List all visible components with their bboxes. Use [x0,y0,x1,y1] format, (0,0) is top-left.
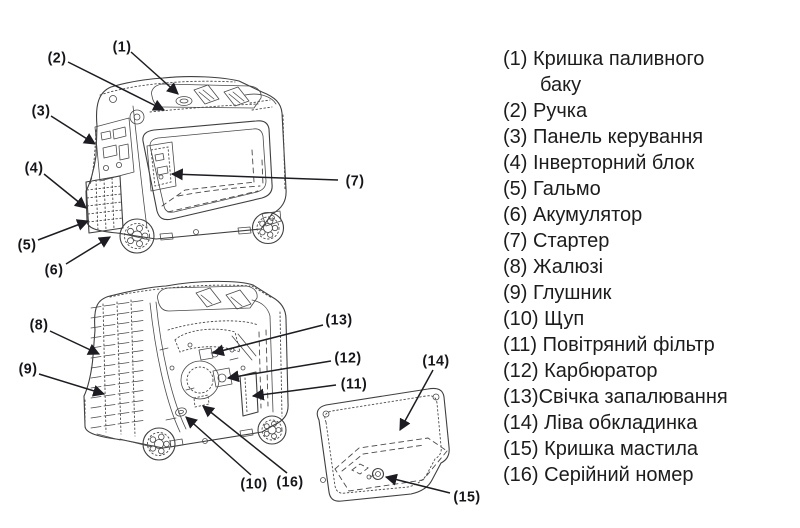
legend-item-9: (9) Глушник [503,282,612,304]
legend-item-10: (10) Щуп [503,308,585,330]
leader-line-7 [170,168,339,181]
front-left-wheel [119,218,155,254]
leader-line-16 [202,405,288,474]
carburetor [212,367,233,388]
oil-dipstick [175,407,187,417]
leader-line-9 [38,373,106,397]
legend-item-4: (4) Інверторний блок [503,152,695,174]
callout-4: (4) [24,159,44,177]
leader-line-5 [37,219,90,241]
leader-line-14 [399,369,434,432]
callout-5: (5) [17,236,37,254]
callout-11: (11) [340,375,368,393]
leader-line-10 [185,416,252,476]
callout-7: (7) [345,172,365,190]
left-cover-panel-drawing [316,387,450,502]
leader-line-13 [211,324,324,357]
front-right-wheel [251,211,285,245]
legend-item-7: (7) Стартер [503,230,610,252]
starter-panel [146,141,177,192]
leader-line-1 [130,51,179,95]
legend-item-3: (3) Панель керування [503,126,704,148]
callout-2: (2) [47,49,67,67]
generator-assembled-view-drawing [85,76,287,254]
legend-item-8: (8) Жалюзі [503,256,604,278]
spark-plug [198,347,219,361]
oil-filler-cap [366,467,385,481]
callout-14: (14) [422,352,450,370]
louver-grid [90,299,144,437]
leader-line-6 [65,236,112,265]
leader-line-2 [67,61,166,111]
legend-item-15: (15) Кришка мастила [503,438,698,460]
control-panel [94,117,135,182]
legend-item-14: (14) Ліва обкладинка [503,412,698,434]
callout-3: (3) [31,102,51,120]
leader-line-12 [226,360,332,383]
legend-item-2: (2) Ручка [503,100,588,122]
rear-right-wheel [257,415,287,445]
air-filter-housing [239,371,259,417]
callout-9: (9) [18,360,38,378]
parts-legend: (1) Кришка паливного баку (2) Ручка (3) … [503,46,765,488]
legend-item-1: (1) Кришка паливного баку [503,48,705,96]
legend-item-5: (5) Гальмо [503,178,601,200]
callout-15: (15) [453,488,481,506]
legend-item-12: (12) Карбюратор [503,360,658,382]
legend-item-6: (6) Акумулятор [503,204,643,226]
callout-8: (8) [29,316,49,334]
handle-recess [149,83,262,113]
handle-recess-rear [157,285,258,312]
leader-line-11 [251,384,337,401]
callout-12: (12) [334,349,362,367]
callout-1: (1) [112,38,132,56]
leader-lines [37,51,451,494]
callout-13: (13) [325,311,353,329]
callout-10: (10) [240,475,268,493]
leader-line-4 [43,173,87,209]
legend-item-16: (16) Серійний номер [503,464,694,486]
serial-number-plate [193,394,210,408]
leader-line-15 [384,473,451,494]
legend-item-11: (11) Повітряний фільтр [503,334,715,356]
leader-line-8 [49,330,101,355]
inverter-vent-grid [85,175,124,234]
legend-item-13: (13)Свічка запалювання [503,386,728,408]
engine-internals [159,320,259,421]
callout-16: (16) [276,473,304,491]
fuel-tank-cap [175,96,193,106]
leader-line-3 [50,115,97,145]
callout-6: (6) [44,261,64,279]
generator-internal-view-drawing [83,280,289,461]
side-opening [142,120,273,221]
